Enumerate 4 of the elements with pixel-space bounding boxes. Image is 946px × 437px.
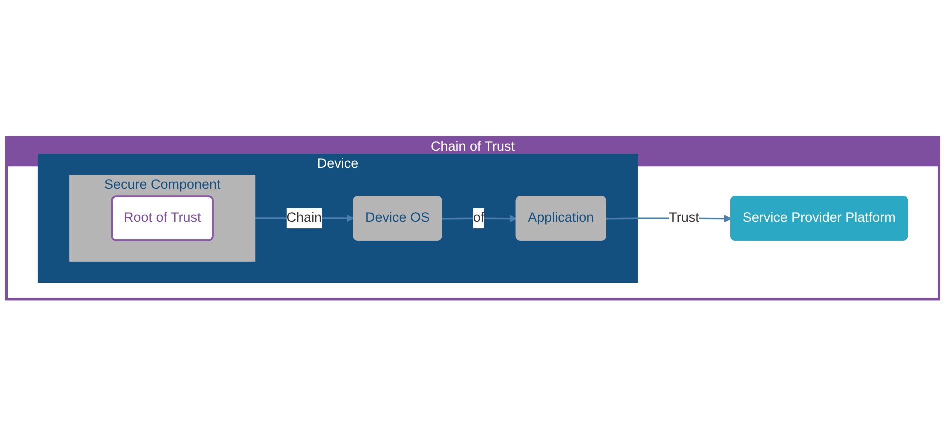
edge-label: Chain	[286, 210, 322, 226]
arrow	[442, 215, 518, 223]
edge-label: Trust	[669, 210, 700, 226]
edge-label: of	[473, 210, 485, 226]
